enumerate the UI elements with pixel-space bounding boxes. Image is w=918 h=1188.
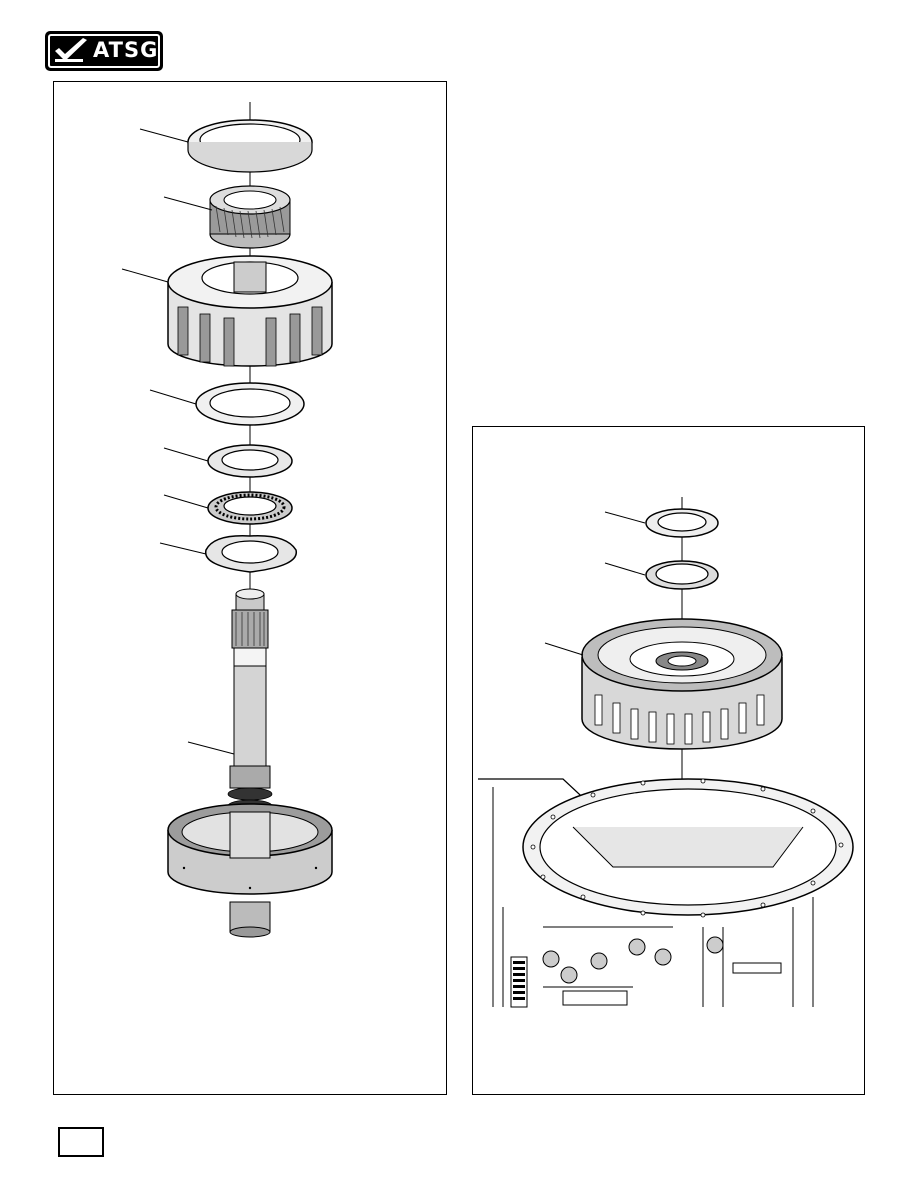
thrust-bearing-part xyxy=(207,491,293,525)
retaining-ring-part xyxy=(187,119,313,173)
atsg-logo: ATSG xyxy=(45,31,163,71)
logo-text: ATSG xyxy=(93,38,159,62)
sun-gear-part xyxy=(209,185,291,249)
logo-frame xyxy=(48,34,160,68)
clutch-housing-installation-illustration xyxy=(478,497,854,1008)
output-shaft-exploded-illustration xyxy=(121,102,333,938)
ring-gear-part xyxy=(167,803,333,895)
checkmark-logo-icon xyxy=(55,38,87,62)
exploded-view-panel-left xyxy=(53,81,447,1095)
clutch-drum-part xyxy=(581,618,783,750)
tabbed-thrust-washer-part xyxy=(205,535,297,573)
bearing-race-part xyxy=(207,444,293,478)
planetary-carrier-part xyxy=(167,255,333,367)
installation-view-panel-right xyxy=(472,426,865,1095)
thrust-washer-part xyxy=(195,382,305,426)
transmission-case-part xyxy=(478,778,854,1008)
washer-lower-part xyxy=(645,560,719,590)
page-number-box xyxy=(58,1127,104,1157)
washer-upper-part xyxy=(645,508,719,538)
